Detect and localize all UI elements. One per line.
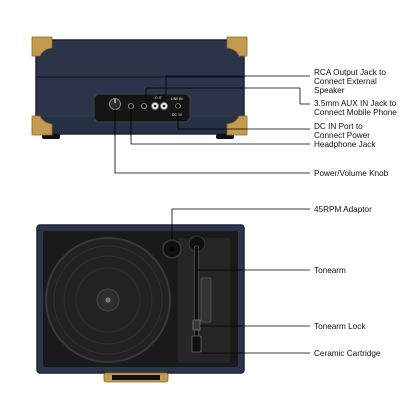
label-ceramic-cartridge: Ceramic Cartridge [314,349,381,358]
brass-corner-bottom-right [226,115,248,136]
leader-rca [157,75,310,102]
rca-jack-left-core [153,104,157,108]
ceramic-cartridge [191,335,202,353]
tonearm-rest [200,277,212,323]
brass-corner-top-right [226,36,248,57]
spindle [105,297,111,303]
panel-mark-line-in: LINE IN [171,97,183,101]
label-dc-in: DC IN Port to Connect Power [314,122,370,140]
front-latch-hinge [112,375,160,380]
label-tonearm: Tonearm [314,266,346,275]
label-rca-output: RCA Output Jack to Connect External Spea… [314,68,386,95]
label-45rpm-adaptor: 45RPM Adaptor [314,205,372,214]
leader-lines-bottom [171,208,310,354]
turntable-back-view: OUT LINE IN DC 5V [31,36,248,139]
panel-mark-dc: DC 5V [172,113,183,117]
leader-power [114,109,310,174]
45rpm-adaptor-hole [169,246,175,252]
leader-aux [145,87,310,105]
brass-corner-top-left [31,36,53,57]
label-aux-in: 3.5mm AUX IN Jack to Connect Mobile Phon… [314,99,397,117]
label-power-volume: Power/Volume Knob [314,169,389,178]
rca-jack-right-core [162,104,166,108]
tonearm-lock[interactable] [192,319,201,331]
platter-ring-3 [75,267,141,333]
label-headphone-jack: Headphone Jack [314,140,376,149]
leader-lines-top [114,75,310,174]
headphone-jack[interactable] [127,103,134,110]
leader-headphone [130,108,310,145]
case-lid-seam [36,76,244,78]
label-tonearm-lock: Tonearm Lock [314,322,366,331]
knob-pointer [114,99,116,103]
dc-in-port[interactable] [175,103,181,109]
platter-ring-2 [63,255,153,345]
platter-ring-1 [53,245,163,355]
leader-dc [177,108,310,130]
case-body [35,39,245,135]
brass-corner-bottom-left [31,115,53,136]
turntable-top-view [36,224,245,383]
aux-in-jack[interactable] [140,103,147,110]
panel-mark-out: OUT [155,96,162,100]
leader-adaptor [171,208,310,240]
